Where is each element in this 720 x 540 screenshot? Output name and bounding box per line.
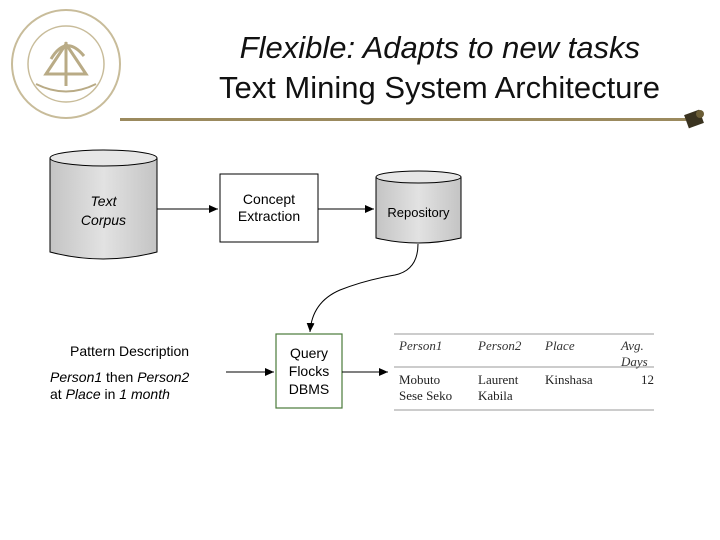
table-header-avg: Avg.: [621, 338, 644, 353]
concept-extraction-label-line2: Extraction: [237, 208, 301, 224]
pattern-duration: 1 month: [119, 386, 170, 402]
query-flocks-label-line1: Query: [289, 345, 329, 361]
text-corpus-label-line1: Text: [90, 193, 117, 209]
query-flocks-label-line3: DBMS: [288, 381, 330, 397]
text-corpus-label-line2: Corpus: [80, 212, 127, 228]
concept-extraction-box: [219, 173, 319, 243]
table-header-place: Place: [545, 338, 575, 353]
table-cell-days: 12: [641, 372, 654, 387]
text-corpus-label: Text Corpus: [50, 192, 157, 230]
table-header-person1: Person1: [399, 338, 443, 353]
pattern-heading: Pattern Description: [70, 343, 190, 359]
table-cell-person2-line1: Laurent: [478, 372, 519, 387]
university-seal-logo: [11, 9, 121, 119]
repository-cylinder: [375, 170, 462, 244]
pattern-line1: Person1 then Person2: [50, 369, 230, 386]
query-flocks-dbms-box: [275, 333, 343, 409]
pattern-at: at: [50, 386, 66, 402]
pattern-then: then: [102, 369, 138, 385]
pattern-place: Place: [65, 386, 101, 402]
pattern-in: in: [100, 386, 120, 402]
concept-extraction-label: Concept Extraction: [220, 191, 318, 225]
repository-label: Repository: [387, 205, 450, 220]
table-cell-person2-line2: Kabila: [478, 388, 513, 403]
table-header-days: Days: [621, 354, 648, 369]
slide-title-line1: Flexible: Adapts to new tasks: [239, 30, 640, 65]
pattern-line2: at Place in 1 month: [50, 386, 230, 403]
text-corpus-cylinder: [49, 149, 158, 260]
pattern-person2: Person2: [137, 369, 190, 385]
table-cell-person1-line2: Sese Seko: [399, 388, 453, 403]
table-cell-person1-line1: Mobuto: [399, 372, 441, 387]
query-flocks-label-line2: Flocks: [288, 363, 330, 379]
pattern-description: Pattern Description Person1 then Person2…: [50, 343, 230, 403]
concept-extraction-label-line1: Concept: [242, 191, 296, 207]
table-cell-place: Kinshasa: [545, 372, 593, 387]
corner-ornament-icon: [684, 109, 704, 129]
title-divider: [120, 118, 686, 121]
pattern-person1: Person1: [50, 369, 103, 385]
table-header-person2: Person2: [478, 338, 522, 353]
repository-to-query-arrow: [306, 243, 419, 333]
slide-title-line2: Text Mining System Architecture: [218, 70, 660, 105]
query-flocks-label: Query Flocks DBMS: [276, 344, 342, 398]
